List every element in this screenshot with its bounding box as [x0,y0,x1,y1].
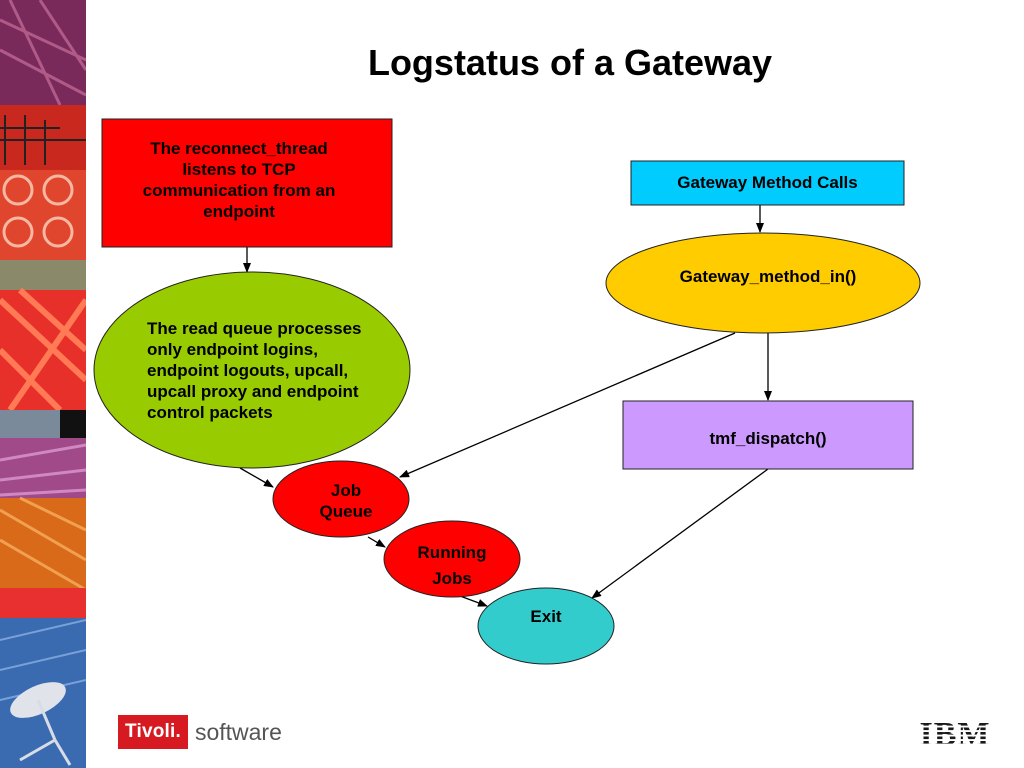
label-tmf-dispatch: tmf_dispatch() [709,429,827,448]
decorative-side-strip [0,0,86,768]
tivoli-software-logo: Tivoli. software [118,714,282,750]
svg-text:IBM: IBM [920,716,991,750]
node-exit [477,587,615,665]
edge-runningjobs-to-exit [459,595,488,607]
edge-readqueue-to-jobqueue [239,467,274,488]
tivoli-product: software [194,718,282,745]
edge-tmfdispatch-to-exit [591,468,769,599]
label-job-queue: Job Queue [319,481,373,521]
node-gateway-method-calls [630,160,905,206]
node-job-queue [272,460,410,538]
label-read-queue: The read queue processes only endpoint l… [147,319,362,422]
label-running-jobs: Running Jobs [417,543,487,588]
node-gateway-method-in [605,232,921,334]
label-gateway-method-calls: Gateway Method Calls [677,173,858,192]
label-exit: Exit [530,607,562,626]
node-running-jobs [383,520,521,598]
ibm-logo: IBM [920,716,991,750]
node-reconnect-thread [101,118,393,248]
tivoli-brand: Tivoli. [118,715,188,749]
slide-title: Logstatus of a Gateway [367,42,773,83]
node-read-queue [93,271,411,469]
node-tmf-dispatch [622,400,914,470]
edge-methodin-to-jobqueue [399,332,736,478]
label-gateway-method-in: Gateway_method_in() [679,267,857,286]
edge-jobqueue-to-runningjobs [367,536,386,548]
label-reconnect-thread: The reconnect_thread listens to TCP comm… [142,139,336,221]
